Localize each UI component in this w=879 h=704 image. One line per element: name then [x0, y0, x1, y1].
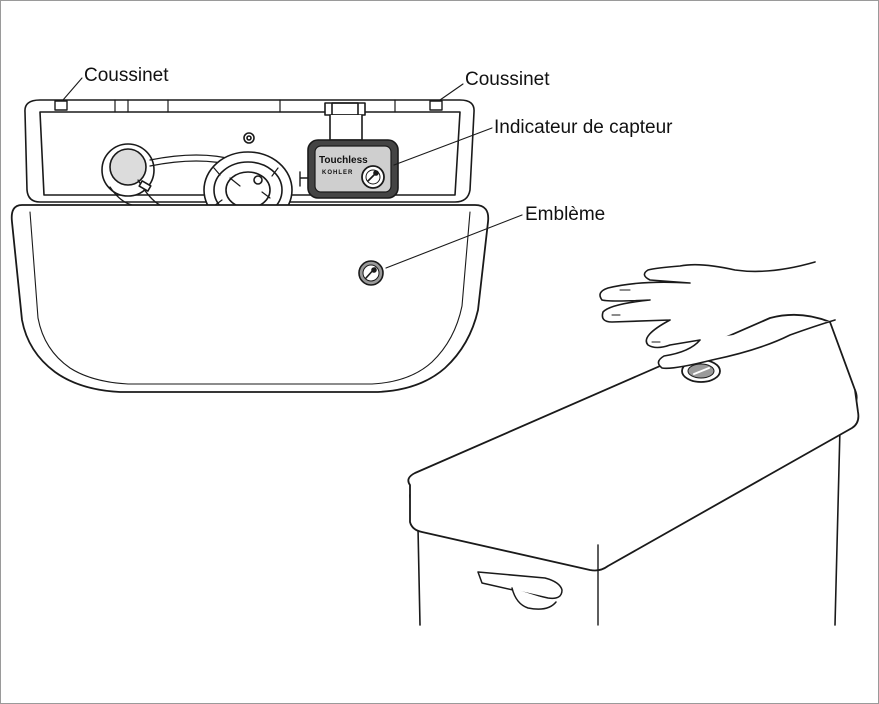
lid-front-panel — [10, 204, 490, 393]
leader-pad-right — [439, 83, 464, 101]
module-brand-line2: KOHLER — [322, 170, 353, 176]
flush-handle — [477, 571, 563, 610]
fill-valve — [101, 143, 236, 206]
leader-emblem — [385, 214, 523, 269]
lid-emblem — [358, 260, 384, 286]
leader-sensor — [393, 127, 493, 166]
leader-pad-left — [62, 77, 83, 101]
screw-hole — [243, 132, 255, 144]
tank-body — [417, 527, 421, 626]
pad-right — [429, 100, 443, 111]
pad-left — [54, 100, 68, 111]
label-emblem: Emblème — [525, 204, 606, 225]
tank-with-hand — [407, 261, 860, 626]
clip — [299, 171, 309, 187]
sensor-module: Touchless KOHLER — [307, 102, 399, 199]
label-pad-right: Coussinet — [465, 69, 550, 90]
label-sensor-indicator: Indicateur de capteur — [494, 117, 673, 138]
leader-lines — [62, 77, 523, 269]
lid-front-inner-line — [29, 211, 471, 385]
lid-inner-rim — [39, 111, 461, 196]
label-pad-left: Coussinet — [84, 65, 169, 86]
tank-lid-edge — [409, 389, 860, 572]
open-tank-assembly: Touchless KOHLER — [10, 99, 490, 393]
module-brand-line1: Touchless — [319, 155, 368, 166]
lid-ribs — [114, 99, 396, 113]
